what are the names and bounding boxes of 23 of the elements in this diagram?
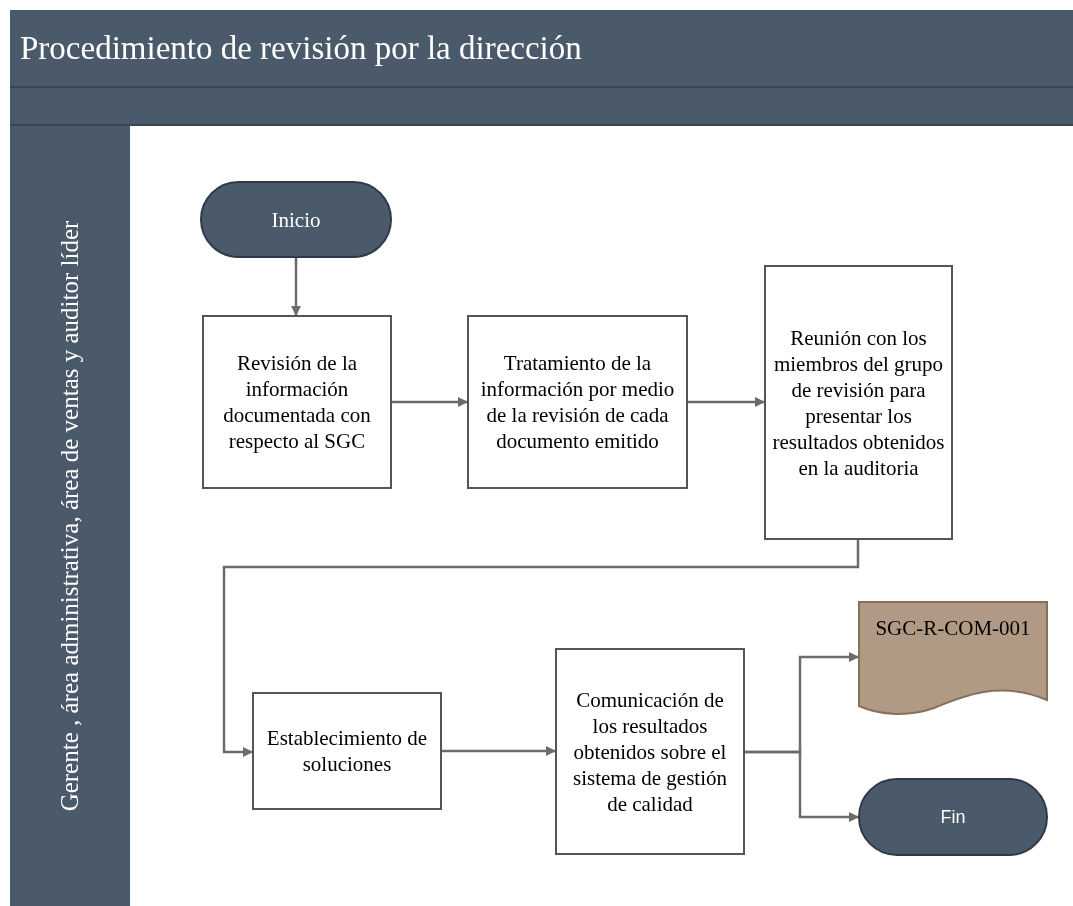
lane-header <box>10 126 130 906</box>
process-box <box>555 648 745 855</box>
arrow <box>745 750 859 822</box>
process-box <box>252 692 442 810</box>
node-label: SGC-R-COM-001 <box>875 615 1031 641</box>
document-shape <box>858 601 1048 716</box>
process-box <box>202 315 392 489</box>
arrow <box>688 397 765 407</box>
process-box <box>467 315 688 489</box>
node-label: Reunión con los miembros del grupo de revisión para presentar los resultados obtenidos en la auditoria <box>772 324 945 481</box>
node-label: Tratamiento de la información por medio de la revisión de cada documento emitido <box>479 350 676 454</box>
node-label: Revisión de la información documentada con respecto al SGC <box>222 350 372 454</box>
arrow <box>222 540 860 757</box>
node-label: Comunicación de los resultados obtenidos sobre el sistema de gestión de calidad <box>572 686 728 817</box>
lane-label: Gerente , área administrativa, área de ventas y auditor líder <box>56 220 84 812</box>
diagram-title: Procedimiento de revisión por la dirección <box>10 10 1073 88</box>
node-label: Establecimiento de soluciones <box>265 725 429 777</box>
node-label: Fin <box>940 806 966 829</box>
node-label: Inicio <box>271 206 321 233</box>
arrow <box>392 397 468 407</box>
process-box <box>764 265 953 540</box>
arrow <box>442 746 556 756</box>
arrow <box>291 258 301 316</box>
